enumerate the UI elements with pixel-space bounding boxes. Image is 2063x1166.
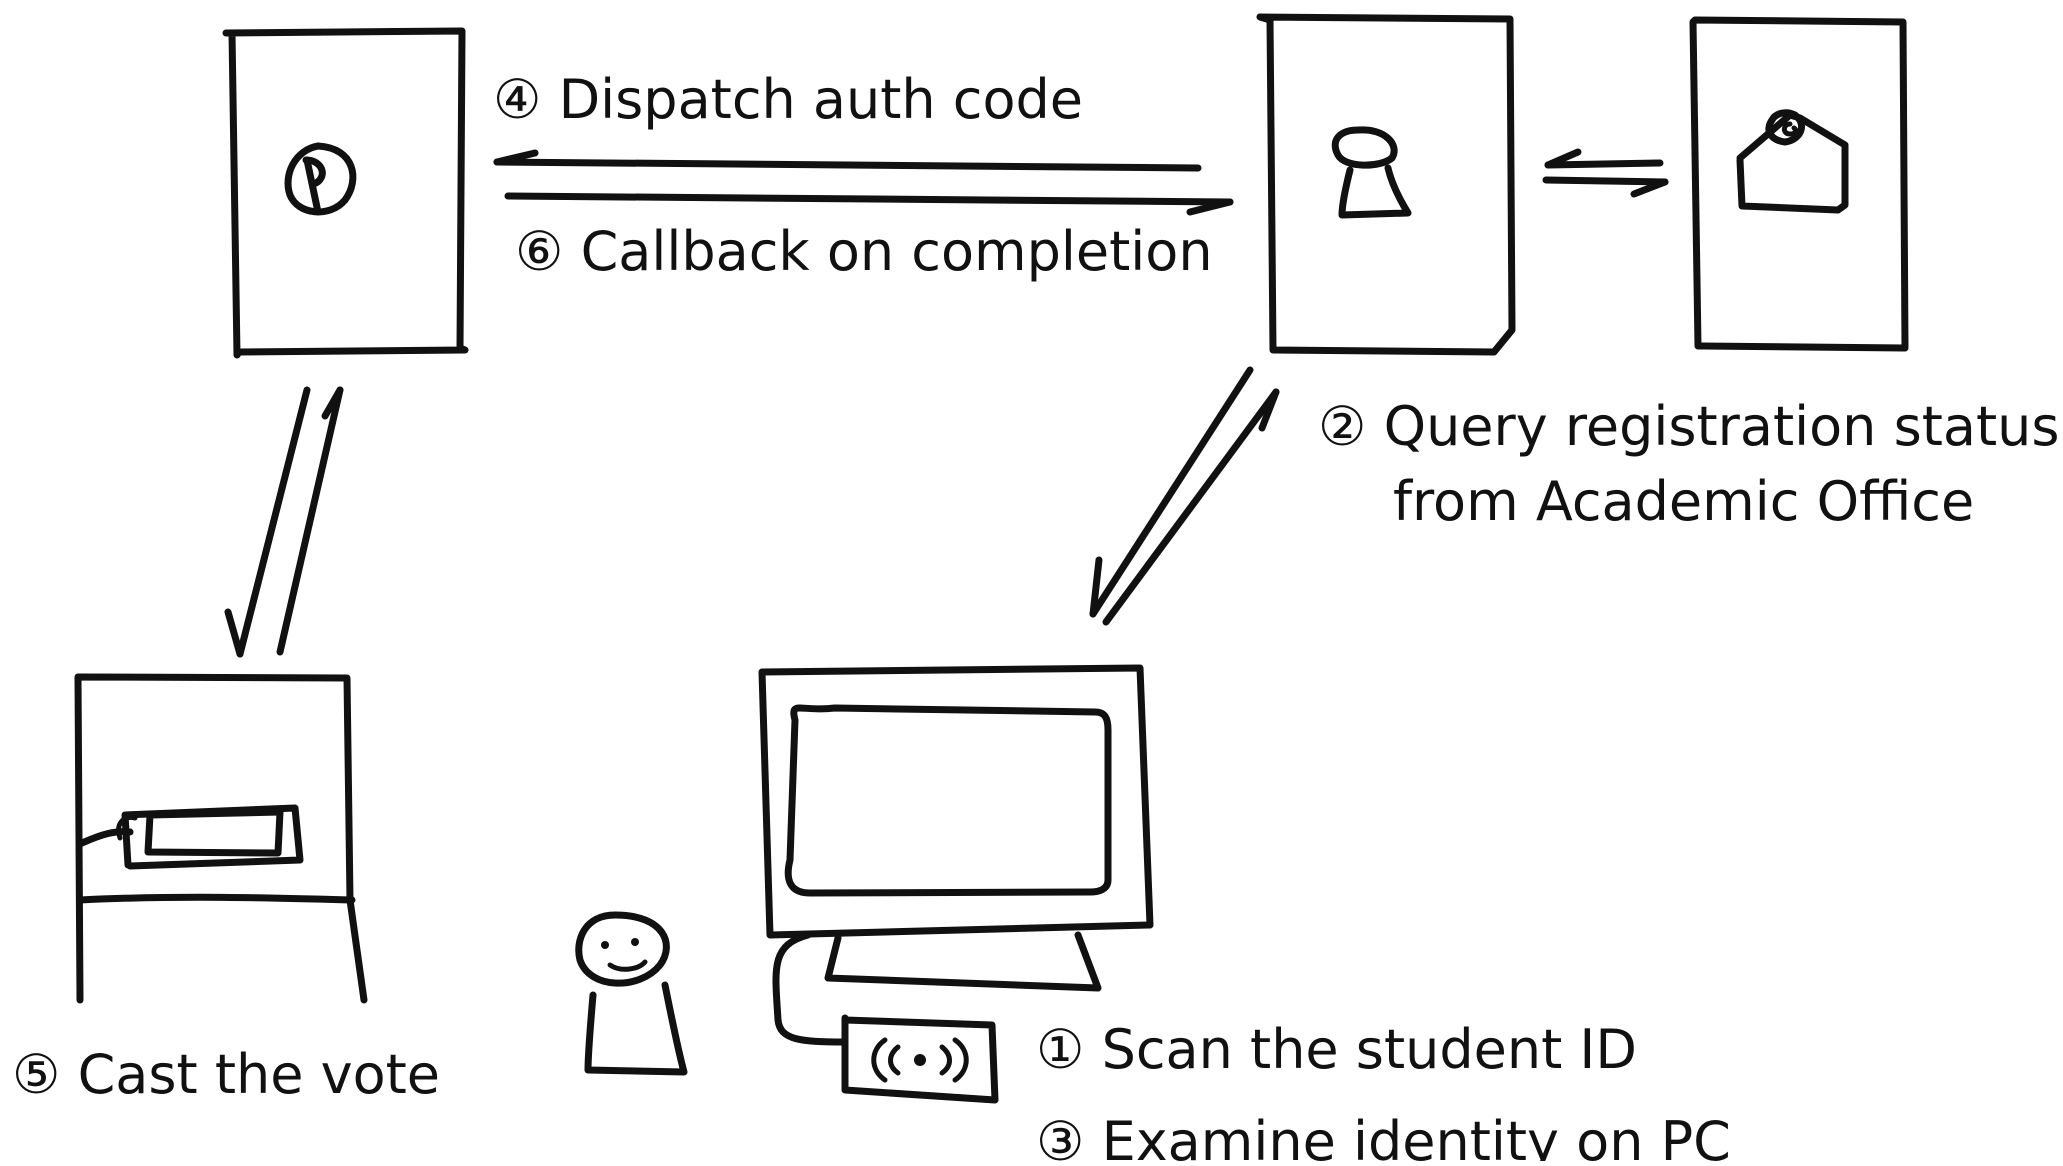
academic-office-server: [1689, 16, 1909, 352]
monitor-icon: [784, 704, 1112, 897]
arrow-pc-to-auth: [1102, 388, 1280, 626]
arrow-office-to-auth: [1542, 176, 1669, 198]
step4-label: ④ Dispatch auth code: [493, 68, 1083, 131]
voting-booth: [74, 673, 368, 1004]
voting-server: [222, 27, 469, 359]
arrow-booth-to-voting: [276, 386, 344, 656]
ballot-check-icon: [284, 142, 357, 216]
step2-label-line1: ② Query registration status: [1318, 395, 2060, 458]
arrow-auth-to-office: [1544, 148, 1664, 169]
step2-label-line2: from Academic Office: [1393, 470, 1974, 533]
arrow-voting-to-auth: [504, 192, 1234, 216]
step1-label: ① Scan the student ID: [1036, 1018, 1637, 1081]
arrow-auth-to-voting: [493, 149, 1202, 172]
step6-label: ⑥ Callback on completion: [515, 220, 1213, 283]
person-icon: [1331, 126, 1412, 219]
student: [575, 911, 688, 1076]
card-reader: [841, 1014, 999, 1104]
pc: [758, 664, 1154, 1104]
arrow-voting-to-booth: [224, 386, 311, 658]
arrow-auth-to-pc: [1089, 366, 1254, 618]
step3-label: ③ Examine identity on PC: [1036, 1110, 1731, 1161]
building-icon: [1736, 109, 1849, 214]
step5-label: ⑤ Cast the vote: [12, 1043, 440, 1106]
voting-booth-icon: [78, 804, 304, 870]
auth-server: [1256, 13, 1516, 356]
student-icon: [575, 911, 688, 1076]
nfc-reader-icon: [871, 1037, 969, 1083]
